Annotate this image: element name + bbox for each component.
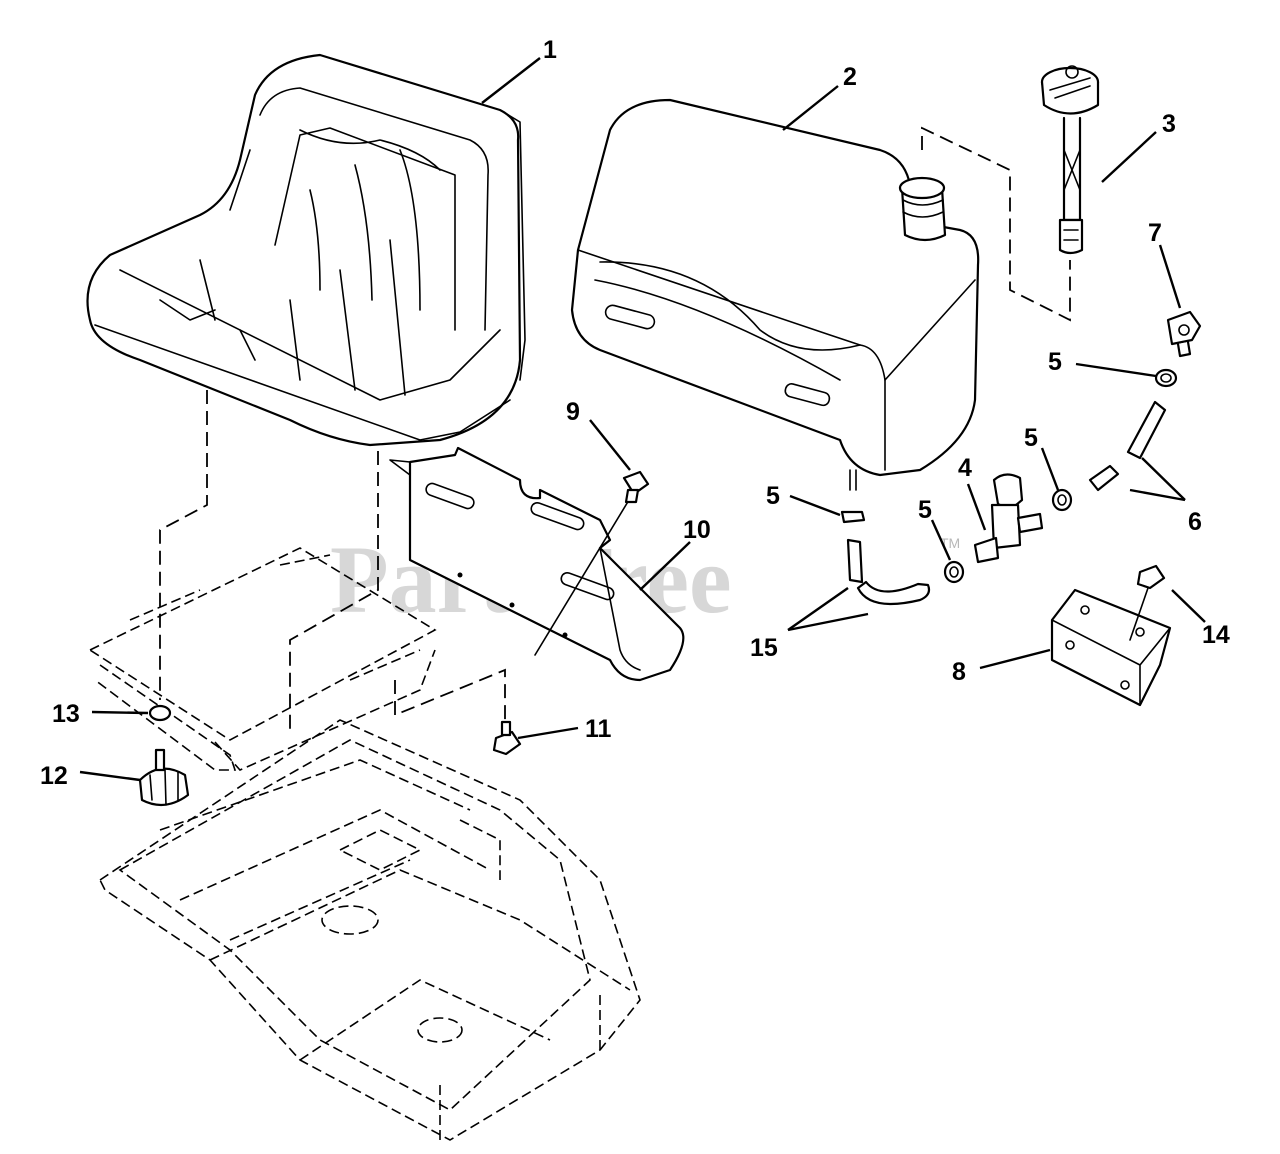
fuel-tank xyxy=(570,98,980,491)
fuel-gauge xyxy=(1040,65,1100,255)
screw-14 xyxy=(1129,564,1166,641)
callout-14: 14 xyxy=(1202,621,1230,649)
callout-8: 8 xyxy=(952,658,966,686)
callout-1: 1 xyxy=(543,36,557,64)
bolt-9-axis-line xyxy=(534,494,633,656)
callout-13: 13 xyxy=(52,700,80,728)
leader-lines xyxy=(79,57,1206,782)
callout-3: 3 xyxy=(1162,110,1176,138)
seat-pan xyxy=(88,547,437,771)
bolt-11 xyxy=(492,720,522,756)
callout-10: 10 xyxy=(683,516,711,544)
fuel-tank-shield xyxy=(389,446,685,682)
callout-labels: 1 2 3 4 5 5 5 5 5 6 7 8 9 10 11 12 13 14… xyxy=(40,36,1230,790)
callout-7: 7 xyxy=(1148,219,1162,247)
frame-assembly xyxy=(98,719,641,1141)
seat-mount-lines xyxy=(159,390,506,730)
callout-5-c: 5 xyxy=(766,482,780,510)
shutoff-valve xyxy=(973,473,1044,564)
callout-5-d: 5 xyxy=(918,496,932,524)
callout-4: 4 xyxy=(958,454,972,482)
fuel-fitting xyxy=(1166,310,1202,358)
seat xyxy=(86,53,526,447)
hose-clamps xyxy=(840,368,1178,584)
mounting-bracket xyxy=(1050,588,1172,707)
callout-5-a: 5 xyxy=(1048,348,1062,376)
callout-9: 9 xyxy=(566,398,580,426)
bolt-9 xyxy=(622,470,650,504)
callout-11: 11 xyxy=(585,715,612,743)
callout-5-b: 5 xyxy=(1024,424,1038,452)
callout-6: 6 xyxy=(1188,508,1202,536)
callout-2: 2 xyxy=(843,63,857,91)
washer xyxy=(148,704,172,722)
fuel-hoses xyxy=(846,400,1167,606)
gauge-alignment-line xyxy=(921,126,1071,322)
callout-12: 12 xyxy=(40,762,68,790)
seat-knob xyxy=(138,748,190,807)
callout-15: 15 xyxy=(750,634,778,662)
